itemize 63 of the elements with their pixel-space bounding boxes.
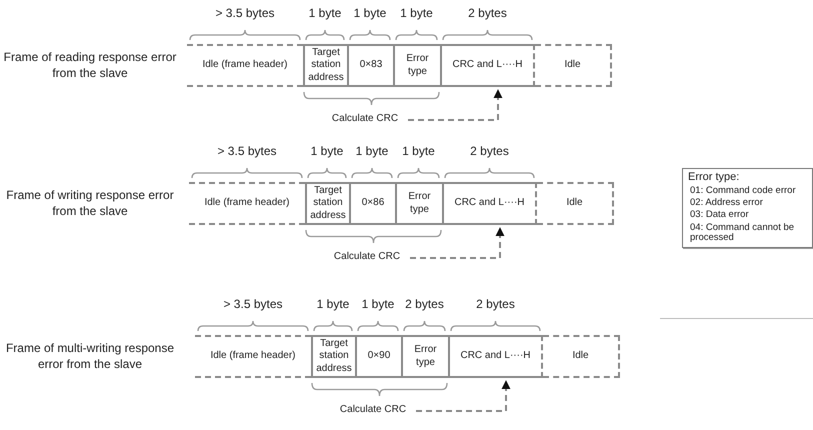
byte-count-label: 1 byte — [316, 297, 350, 311]
byte-count-label: 1 byte — [399, 6, 434, 20]
field-label: Idle — [563, 59, 582, 72]
byte-count-label: > 3.5 bytes — [214, 6, 276, 20]
byte-count-label: 2 bytes — [475, 297, 516, 311]
note-item: 01: Command code error — [689, 186, 797, 196]
arrow — [408, 89, 502, 121]
frame-title: Frame of writing response error from the slave — [5, 186, 175, 220]
byte-count-label: 2 bytes — [469, 144, 510, 158]
field-label: Target station address — [309, 184, 347, 222]
frame-field — [440, 44, 535, 87]
field-label: Idle (frame header) — [201, 59, 289, 72]
byte-count-label: 1 byte — [401, 144, 436, 158]
byte-count-label: 2 bytes — [404, 297, 445, 311]
field-label: Idle (frame header) — [209, 350, 297, 363]
calculate-crc-label: Calculate CRC — [322, 113, 408, 127]
frame-field — [535, 44, 612, 87]
error-type-note — [682, 168, 813, 248]
frame-field — [442, 182, 537, 225]
note-heading: Error type: — [688, 172, 740, 184]
field-label: 0×90 — [366, 350, 392, 363]
frame-field — [448, 335, 543, 378]
byte-count-label: 1 byte — [360, 297, 396, 311]
frame-field — [189, 182, 305, 225]
frame-field — [401, 335, 448, 378]
frame-field — [537, 182, 614, 225]
byte-count-label: 1 byte — [308, 6, 342, 20]
field-label: Target station address — [307, 46, 345, 84]
frame-field — [187, 44, 303, 87]
field-label: Idle — [565, 197, 584, 210]
arrow — [416, 380, 510, 412]
field-label: Error type — [407, 191, 432, 216]
byte-count-label: > 3.5 bytes — [216, 144, 278, 158]
frame-field — [347, 44, 393, 87]
frame-title: Frame of multi-writing response error from the slave — [4, 340, 176, 372]
note-item: 04: Command cannot be processed — [689, 222, 796, 244]
field-label: CRC and L····H — [451, 59, 524, 72]
note-item: 02: Address error — [689, 198, 764, 208]
field-label: Error type — [413, 344, 438, 369]
field-label: Error type — [405, 53, 430, 78]
field-label: 0×86 — [360, 197, 386, 210]
field-label: CRC and L····H — [453, 197, 526, 210]
byte-count-label: > 3.5 bytes — [222, 297, 284, 311]
field-label: CRC and L····H — [459, 350, 532, 363]
frame-field — [195, 335, 311, 378]
field-label: Target station address — [315, 338, 353, 376]
frame-field — [395, 182, 442, 225]
calculate-crc-label: Calculate CRC — [330, 404, 416, 418]
frame-field — [355, 335, 401, 378]
byte-count-label: 1 byte — [352, 6, 388, 20]
byte-count-label: 2 bytes — [467, 6, 508, 20]
frame-field — [349, 182, 395, 225]
frame-title: Frame of reading response error from the slave — [2, 48, 178, 82]
calculate-crc-label: Calculate CRC — [324, 251, 410, 265]
byte-count-label: 1 byte — [310, 144, 344, 158]
field-label: Idle (frame header) — [203, 197, 291, 210]
note-item: 03: Data error — [689, 210, 750, 221]
field-label: 0×83 — [358, 59, 384, 72]
frame-field — [543, 335, 620, 378]
field-label: Idle — [571, 350, 590, 363]
frame-field — [393, 44, 440, 87]
byte-count-label: 1 byte — [354, 144, 390, 158]
arrow — [410, 227, 504, 259]
